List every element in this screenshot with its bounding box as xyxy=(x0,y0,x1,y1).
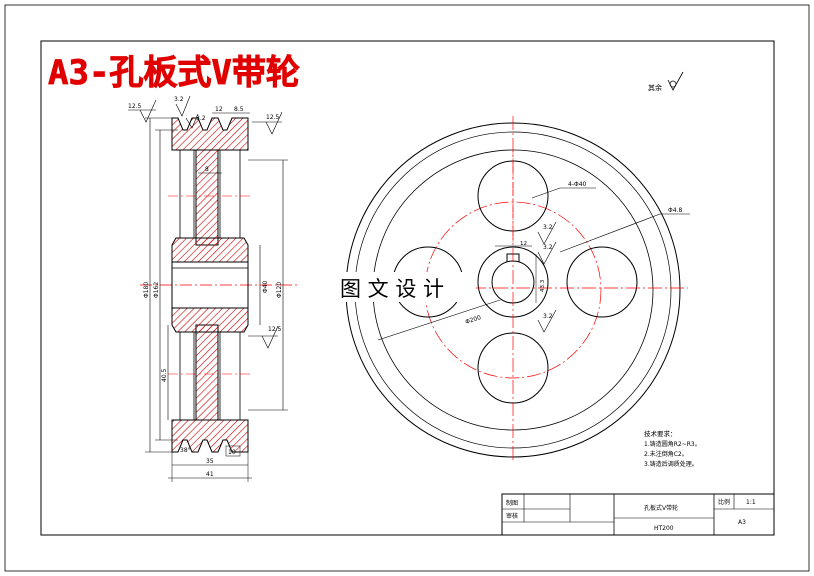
hub-upper xyxy=(171,237,249,263)
tb-sheet-size: A3 xyxy=(738,519,746,526)
dim-groove-top: 8 xyxy=(205,166,209,173)
title-block: 制图 审核 孔板式V带轮 HT200 比例 1:1 A3 xyxy=(501,493,775,536)
roughness-circle-icon xyxy=(669,80,677,88)
web-lower xyxy=(195,324,219,421)
hub-bore xyxy=(171,261,249,309)
tb-scale-label: 比例 xyxy=(718,498,730,506)
bottom-rim-section xyxy=(171,419,249,453)
watermark-box xyxy=(336,272,476,302)
note-item-3: 3.铸造后调质处理。 xyxy=(644,460,698,468)
web-hole-lower-r xyxy=(219,331,241,421)
dim-key-depth: 43.3 xyxy=(540,279,546,292)
svg-text:3.2: 3.2 xyxy=(543,244,553,251)
roughness-note-label: 其余 xyxy=(648,83,662,92)
roughness-key-c: 3.2 xyxy=(537,309,557,333)
note-item-2: 2.未注倒角C2。 xyxy=(644,450,688,458)
roughness-right-top: 12.5 xyxy=(252,111,283,135)
roughness-note: 其余 xyxy=(648,71,684,92)
dim-pitch-b: 8.5 xyxy=(234,106,244,113)
svg-text:3.2: 3.2 xyxy=(174,96,184,103)
roughness-groove-a: 3.2 xyxy=(174,95,191,117)
hub-lower xyxy=(171,307,249,333)
roughness-groove-b: 3.2 xyxy=(185,113,206,129)
dim-hole-dia: 4-Φ40 xyxy=(568,181,587,188)
top-rim-section xyxy=(171,117,249,151)
roughness-key-b: 3.2 xyxy=(537,241,557,265)
dim-outer-dia: Φ180 xyxy=(143,282,150,298)
dim-hub-step: 10 xyxy=(228,449,236,456)
dim-hub-bore: Φ40 xyxy=(262,280,269,293)
svg-text:3.2: 3.2 xyxy=(196,115,206,122)
watermark-text: 图 文 设 计 xyxy=(340,277,444,301)
dim-hub-dia: Φ120 xyxy=(276,282,283,298)
dim-width-35: 35 xyxy=(206,458,214,465)
roughness-top-left: 12.5 xyxy=(128,99,157,123)
note-item-1: 1.铸造圆角R2~R3。 xyxy=(644,440,701,448)
outer-border xyxy=(4,4,810,572)
dim-hole-circle: Φ200 xyxy=(464,314,482,326)
tb-part-name: 孔板式V带轮 xyxy=(644,504,678,512)
svg-text:3.2: 3.2 xyxy=(543,313,553,320)
tb-material: HT200 xyxy=(654,525,674,532)
dim-width-41: 41 xyxy=(206,471,214,478)
web-hole-upper xyxy=(179,149,195,239)
roughness-key-a: 3.2 xyxy=(537,221,557,245)
inner-frame xyxy=(40,40,775,536)
roughness-symbol-icon xyxy=(667,71,684,91)
web-hole-upper-r xyxy=(219,149,241,239)
svg-text:12.5: 12.5 xyxy=(268,326,282,333)
dim-pitch-a: 12 xyxy=(215,106,223,113)
tb-drawn-label: 制图 xyxy=(506,499,518,507)
dim-key-width: 12 xyxy=(520,241,527,247)
svg-text:12.5: 12.5 xyxy=(266,114,280,121)
dim-inner-depth: 40.5 xyxy=(161,368,168,382)
drawing-title: A3-孔板式V带轮 xyxy=(48,53,300,93)
roughness-hub-right: 12.5 xyxy=(248,325,282,349)
side-section-view: Φ180 Φ162 40.5 Φ40 Φ120 35 41 38° 10 12 … xyxy=(128,95,298,482)
svg-text:12.5: 12.5 xyxy=(128,103,142,110)
dim-outer-label: Φ4.8 xyxy=(668,207,682,214)
web-hole-right xyxy=(566,246,638,318)
technical-notes: 技术要求： 1.铸造圆角R2~R3。 2.未注倒角C2。 3.铸造后调质处理。 xyxy=(644,429,701,468)
tb-scale-value: 1:1 xyxy=(746,499,756,506)
notes-heading: 技术要求： xyxy=(644,429,677,438)
dim-groove-angle: 38° xyxy=(180,447,191,454)
svg-text:3.2: 3.2 xyxy=(543,224,553,231)
web-upper xyxy=(195,149,219,246)
dim-pitch-dia: Φ162 xyxy=(153,282,160,298)
tb-checked-label: 审核 xyxy=(506,512,518,520)
web-hole-lower xyxy=(179,331,195,421)
